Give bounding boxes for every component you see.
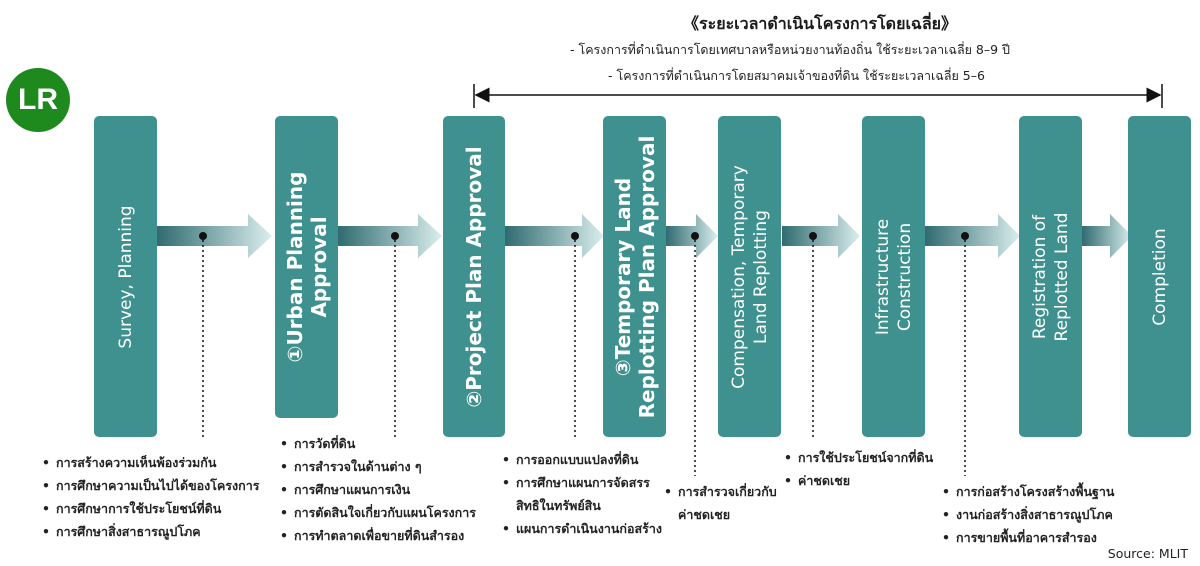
flow-arrow-6 bbox=[925, 214, 1020, 258]
flow-arrow-7 bbox=[1082, 214, 1132, 258]
period-title: 《ระยะเวลาดำเนินโครงการโดยเฉลี่ย》 bbox=[683, 14, 957, 33]
period-span-arrow bbox=[473, 84, 1163, 108]
list-item: การสำรวจในด้านต่าง ๆ bbox=[278, 455, 476, 478]
list-item: งานก่อสร้างสิ่งสาธารณูปโภค bbox=[940, 503, 1114, 526]
list-item: การตัดสินใจเกี่ยวกับแผนโครงการ bbox=[278, 501, 476, 524]
list-item: การศึกษาสิ่งสาธารณูปโภค bbox=[40, 520, 259, 543]
period-line-municipal: - โครงการที่ดำเนินการโดยเทศบาลหรือหน่วยง… bbox=[570, 42, 1010, 57]
list-item: การออกแบบแปลงที่ดิน bbox=[484, 448, 662, 471]
list-item: การทำตลาดเพื่อขายที่ดินสำรอง bbox=[278, 524, 476, 547]
notes-compensation-survey: การสำรวจเกี่ยวกับค่าชดเชย bbox=[662, 480, 778, 526]
list-item: การศึกษาแผนการจัดสรรสิทธิในทรัพย์สิน bbox=[484, 471, 656, 517]
leader-line-2 bbox=[391, 232, 399, 438]
notes-urban-planning: การวัดที่ดิน การสำรวจในด้านต่าง ๆ การศึก… bbox=[278, 432, 476, 547]
list-item: แผนการดำเนินงานก่อสร้าง bbox=[484, 517, 662, 540]
leader-line-6 bbox=[961, 232, 969, 476]
step-project-plan-approval: ②Project Plan Approval bbox=[443, 116, 505, 437]
list-item: ค่าชดเชย bbox=[782, 469, 933, 492]
flow-arrow-3 bbox=[505, 214, 604, 258]
flow-arrow-2 bbox=[338, 214, 442, 258]
step-label: ②Project Plan Approval bbox=[462, 145, 486, 408]
list-item: การก่อสร้างโครงสร้างพื้นฐาน bbox=[940, 480, 1114, 503]
notes-survey-planning: การสร้างความเห็นพ้องร่วมกัน การศึกษาความ… bbox=[40, 451, 259, 543]
list-item: การวัดที่ดิน bbox=[278, 432, 476, 455]
leader-line-3 bbox=[571, 232, 579, 438]
notes-land-use: การใช้ประโยชน์จากที่ดิน ค่าชดเชย bbox=[782, 446, 933, 492]
leader-line-1 bbox=[199, 232, 207, 438]
notes-project-plan: การออกแบบแปลงที่ดิน การศึกษาแผนการจัดสรร… bbox=[484, 448, 662, 540]
leader-line-4 bbox=[691, 232, 699, 476]
list-item: การขายพื้นที่อาคารสำรอง bbox=[940, 526, 1114, 549]
notes-construction: การก่อสร้างโครงสร้างพื้นฐาน งานก่อสร้างส… bbox=[940, 480, 1114, 549]
flow-arrow-1 bbox=[157, 214, 272, 258]
step-survey-planning: Survey, Planning bbox=[94, 116, 157, 437]
lr-logo: LR bbox=[6, 68, 70, 132]
list-item: การสำรวจเกี่ยวกับค่าชดเชย bbox=[662, 480, 778, 526]
step-label: Survey, Planning bbox=[115, 204, 136, 349]
list-item: การศึกษาความเป็นไปได้ของโครงการ bbox=[40, 474, 259, 497]
list-item: การศึกษาแผนการเงิน bbox=[278, 478, 476, 501]
step-completion: Completion bbox=[1128, 116, 1191, 437]
leader-line-5 bbox=[809, 232, 817, 440]
list-item: การสร้างความเห็นพ้องร่วมกัน bbox=[40, 451, 259, 474]
flow-arrow-5 bbox=[782, 214, 860, 258]
step-label: Completion bbox=[1149, 227, 1170, 326]
list-item: การศึกษาการใช้ประโยชน์ที่ดิน bbox=[40, 497, 259, 520]
period-line-association: - โครงการที่ดำเนินการโดยสมาคมเจ้าของที่ด… bbox=[608, 68, 985, 83]
source-credit: Source: MLIT bbox=[1107, 546, 1188, 561]
list-item: การใช้ประโยชน์จากที่ดิน bbox=[782, 446, 933, 469]
